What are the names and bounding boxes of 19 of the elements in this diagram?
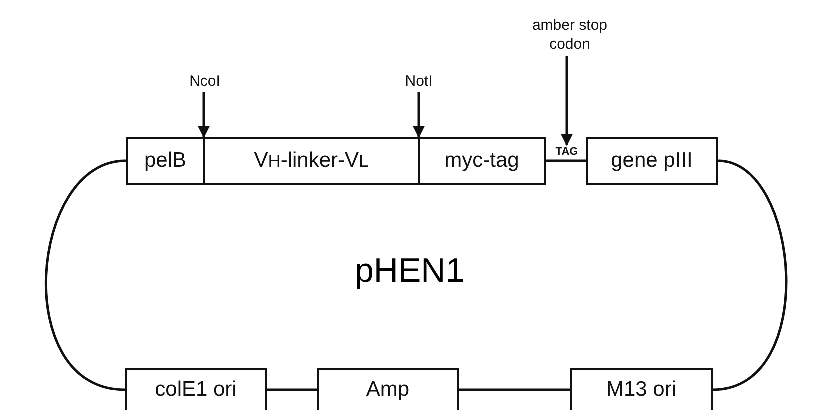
plasmid-line xyxy=(459,388,570,392)
gene-box: M13 ori xyxy=(570,368,713,410)
gene-box: colE1 ori xyxy=(125,368,267,410)
arrow xyxy=(198,92,210,138)
gene-box: myc-tag xyxy=(418,137,546,185)
site-label: amber stop codon xyxy=(520,14,620,56)
arrow xyxy=(560,56,574,146)
plasmid-line xyxy=(267,388,317,392)
plasmid-line xyxy=(45,160,126,392)
codon-label: TAG xyxy=(550,145,584,158)
gene-box: gene pIII xyxy=(586,137,718,185)
arrow xyxy=(412,92,426,138)
plasmid-name: pHEN1 xyxy=(355,252,465,291)
plasmid-line xyxy=(712,160,788,392)
site-label: NcoI xyxy=(180,70,230,92)
gene-box: Amp xyxy=(317,368,459,410)
plasmid-line xyxy=(546,160,586,162)
gene-box: pelB xyxy=(126,137,205,185)
site-label: NotI xyxy=(394,70,444,92)
